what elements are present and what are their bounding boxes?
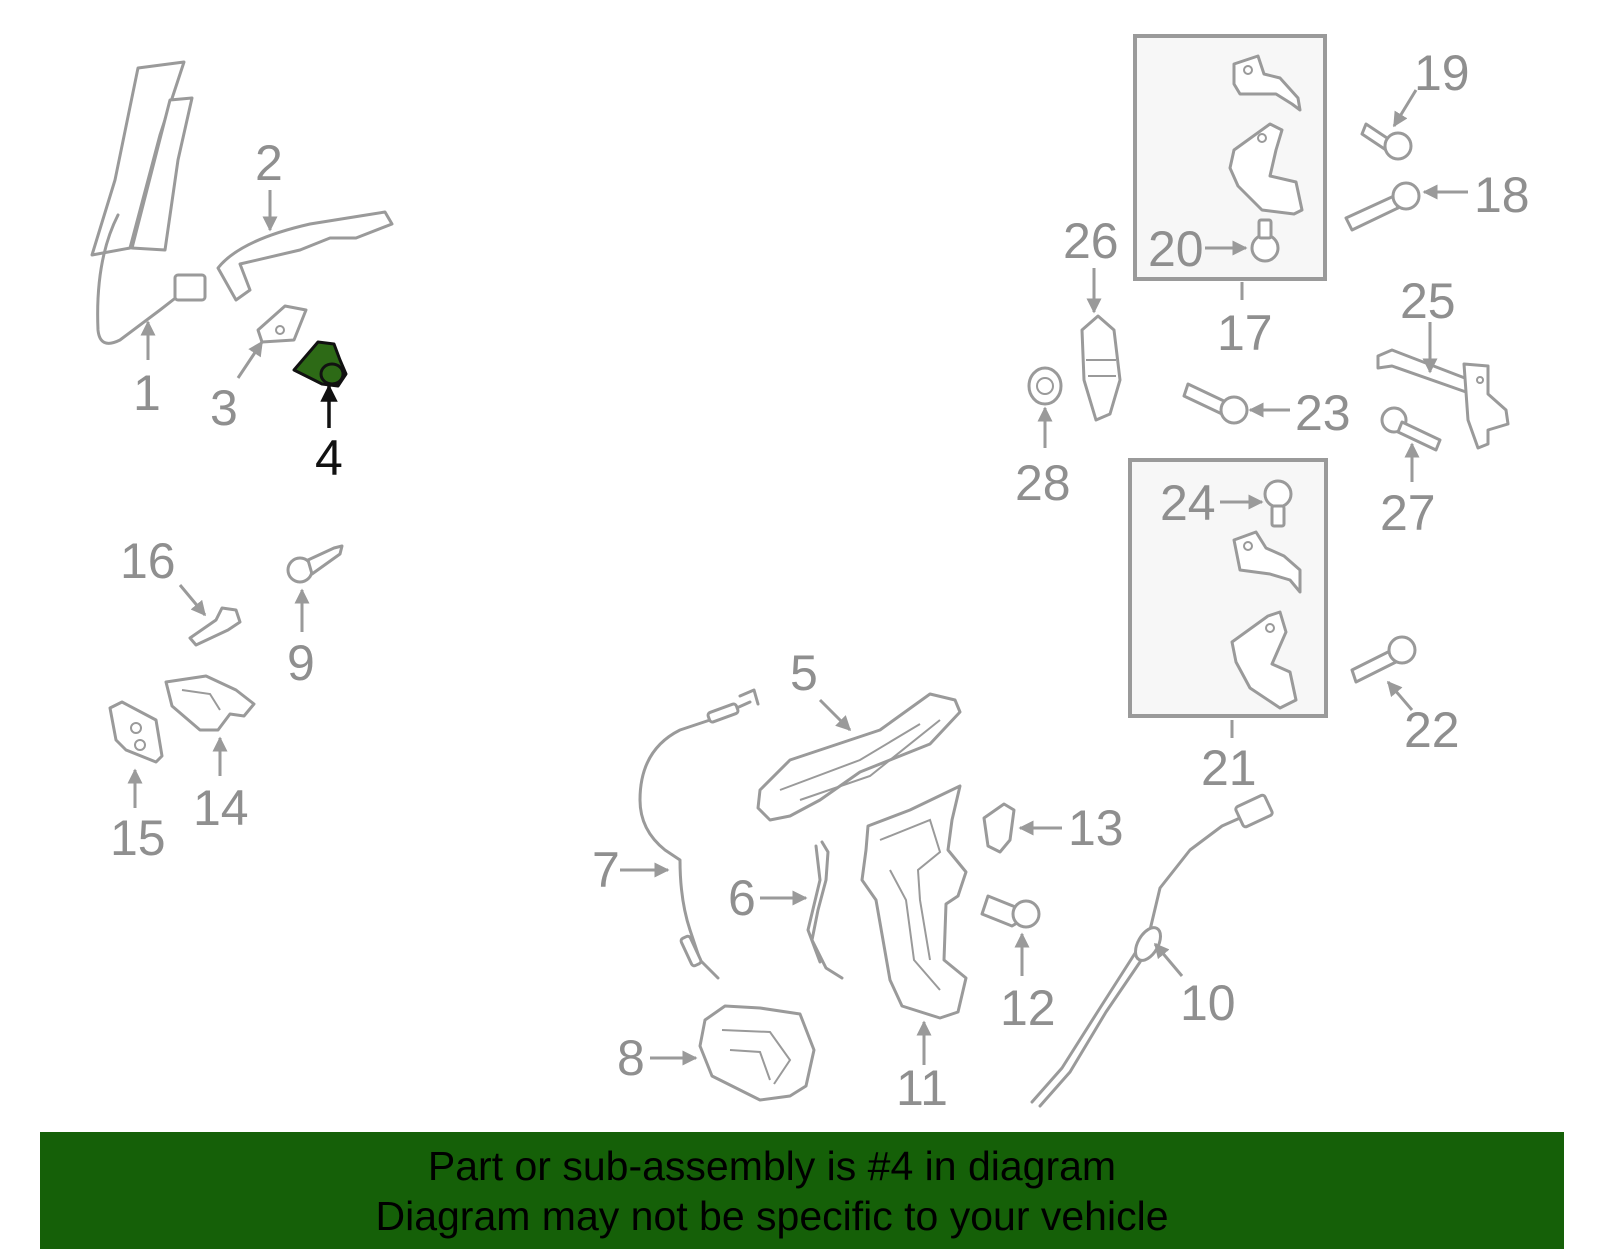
- callout-16: 16: [120, 533, 176, 589]
- callout-7: 7: [592, 842, 620, 898]
- banner-line-2: Diagram may not be specific to your vehi…: [375, 1192, 1169, 1239]
- part-17-upper-hinge-box[interactable]: [1133, 34, 1327, 281]
- callout-3: 3: [210, 380, 238, 436]
- callout-6: 6: [728, 870, 756, 926]
- callout-4: 4: [315, 430, 343, 486]
- info-banner: Part or sub-assembly is #4 in diagram Di…: [40, 1132, 1564, 1249]
- callout-1: 1: [133, 365, 161, 421]
- part-21-lower-hinge-box[interactable]: [1128, 458, 1328, 718]
- part-15-plate[interactable]: [108, 700, 164, 764]
- part-12-bolt[interactable]: [980, 894, 1041, 929]
- part-5-reinforcement[interactable]: [756, 692, 962, 822]
- callout-15: 15: [110, 810, 166, 866]
- callout-21: 21: [1201, 740, 1257, 796]
- callout-23: 23: [1295, 385, 1351, 441]
- callout-26: 26: [1063, 213, 1119, 269]
- part-8-latch[interactable]: [698, 1004, 816, 1102]
- callout-14: 14: [193, 780, 249, 836]
- part-22-bolt[interactable]: [1350, 635, 1417, 684]
- callout-17: 17: [1217, 305, 1273, 361]
- callout-2: 2: [255, 135, 283, 191]
- callout-20: 20: [1148, 221, 1204, 277]
- part-4-highlighted[interactable]: [292, 340, 348, 388]
- part-19-bolt[interactable]: [1360, 122, 1413, 161]
- part-14-bracket[interactable]: [164, 674, 256, 732]
- part-1-channel[interactable]: [90, 60, 207, 345]
- part-23-bolt[interactable]: [1182, 382, 1249, 425]
- callout-19: 19: [1414, 45, 1470, 101]
- callout-11: 11: [896, 1060, 948, 1116]
- part-27-bolt[interactable]: [1380, 406, 1442, 452]
- part-7-cable[interactable]: [638, 688, 760, 980]
- part-16-clip[interactable]: [188, 606, 242, 647]
- part-26-cover[interactable]: [1080, 314, 1122, 422]
- callout-10: 10: [1180, 975, 1236, 1031]
- part-6-rod[interactable]: [806, 840, 844, 980]
- part-18-bolt[interactable]: [1344, 181, 1421, 232]
- callout-22: 22: [1404, 702, 1460, 758]
- callout-5: 5: [790, 645, 818, 701]
- callout-27: 27: [1380, 485, 1436, 541]
- callout-28: 28: [1015, 455, 1071, 511]
- callout-9: 9: [287, 635, 315, 691]
- banner-line-1: Part or sub-assembly is #4 in diagram: [427, 1142, 1117, 1189]
- part-25-door-check[interactable]: [1376, 348, 1510, 450]
- callout-25: 25: [1400, 273, 1456, 329]
- part-9-screw[interactable]: [286, 544, 344, 584]
- part-3-cover[interactable]: [256, 304, 308, 344]
- part-2-outside-handle[interactable]: [216, 210, 394, 302]
- callout-18: 18: [1474, 167, 1530, 223]
- part-11-bracket[interactable]: [860, 784, 968, 1020]
- part-28-nut[interactable]: [1027, 366, 1063, 406]
- callout-8: 8: [617, 1030, 645, 1086]
- callout-13: 13: [1068, 800, 1124, 856]
- part-13-clip[interactable]: [982, 802, 1016, 854]
- callout-12: 12: [1000, 980, 1056, 1036]
- callout-24: 24: [1160, 475, 1216, 531]
